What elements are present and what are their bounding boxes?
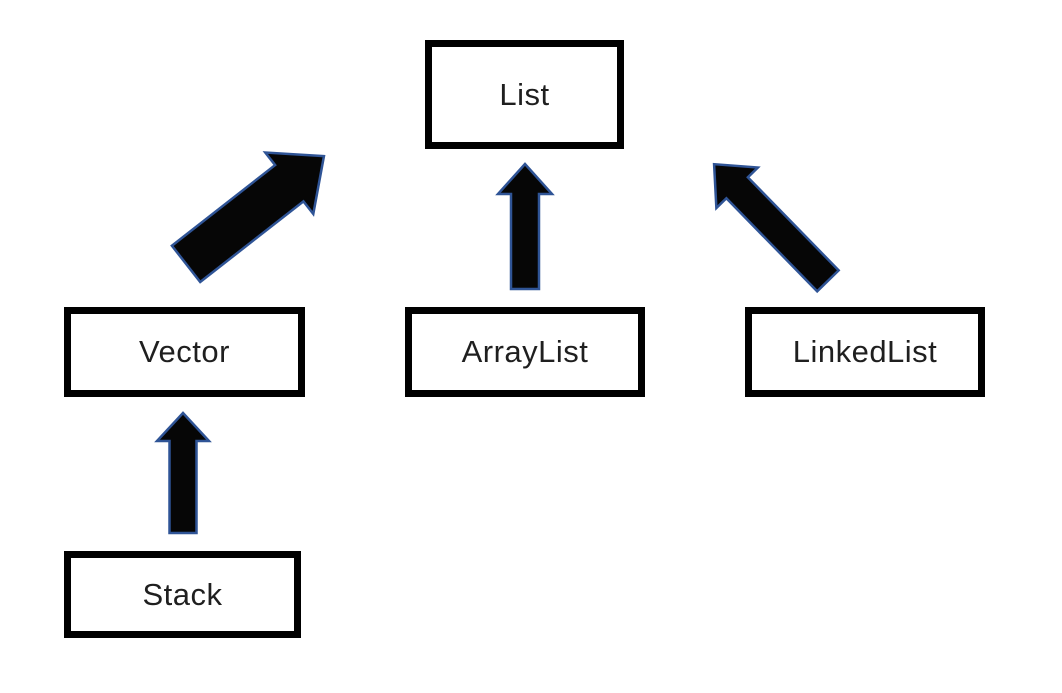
- arrow-stack-to-vector: [154, 411, 212, 535]
- node-arraylist-label: ArrayList: [461, 334, 589, 369]
- node-linkedlist-label: LinkedList: [792, 334, 938, 369]
- node-vector-label: Vector: [139, 334, 230, 369]
- node-stack: Stack: [64, 551, 301, 638]
- node-stack-label: Stack: [142, 576, 223, 612]
- arrow-arraylist-to-list: [495, 162, 555, 291]
- arrow-vector-to-list: [170, 151, 326, 284]
- arrow-linkedlist-to-list: [712, 162, 841, 294]
- node-vector: Vector: [64, 307, 305, 397]
- node-linkedlist: LinkedList: [745, 307, 985, 397]
- node-list-label: List: [499, 76, 550, 112]
- node-list: List: [425, 40, 624, 149]
- node-arraylist: ArrayList: [405, 307, 645, 397]
